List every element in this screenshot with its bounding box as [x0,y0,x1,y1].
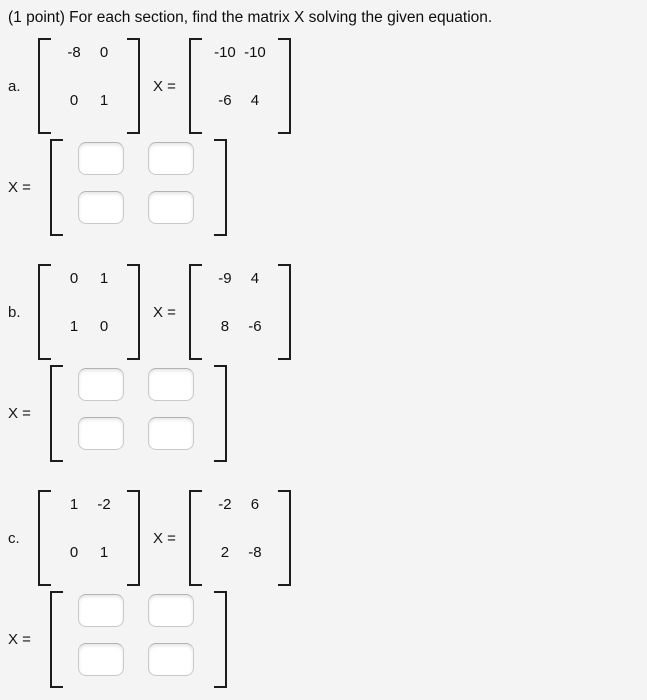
answer-input-r1c2[interactable] [148,141,194,175]
matrix-cell: 0 [69,91,79,109]
section-c: c. 1 -2 0 1 X = -2 6 2 -8 [8,490,647,688]
matrix-cell: 0 [69,543,79,561]
matrix-cell: -8 [248,543,262,561]
left-bracket [38,490,51,586]
section-label: c. [8,529,20,547]
section-b: b. 0 1 1 0 X = -9 4 8 -6 [8,264,647,462]
matrix-cells: 0 1 1 0 [51,264,127,360]
matrix-cell: -6 [218,91,232,109]
left-bracket [188,38,202,134]
matrix-cell: 2 [220,543,230,561]
answer-row: X = [8,139,647,236]
matrix-cell: -6 [248,317,262,335]
equation-row: b. 0 1 1 0 X = -9 4 8 -6 [8,264,647,360]
answer-inputs [63,139,214,236]
matrix-cells: -8 0 0 1 [51,38,127,134]
matrix-cells: -10 -10 -6 4 [202,38,278,134]
matrix-cells: 1 -2 0 1 [51,490,127,586]
answer-inputs [63,591,214,688]
right-bracket [277,264,291,360]
answer-row: X = [8,365,647,462]
left-bracket [188,264,202,360]
matrix-cells: -2 6 2 -8 [202,490,278,586]
left-bracket [38,38,51,134]
x-equals-label: X = [153,303,176,321]
left-bracket [50,139,63,236]
matrix-cell: 1 [99,543,109,561]
matrix-cell: -2 [97,495,111,513]
answer-input-r1c2[interactable] [148,367,194,401]
matrix-cell: 0 [99,317,109,335]
answer-matrix [50,139,227,236]
matrix-cell: 1 [69,317,79,335]
answer-input-r1c1[interactable] [78,141,124,175]
answer-input-r2c1[interactable] [78,190,124,224]
section-a: a. -8 0 0 1 X = -10 -10 -6 4 [8,38,647,236]
matrix-cell: 6 [250,495,260,513]
answer-inputs [63,365,214,462]
result-matrix: -10 -10 -6 4 [188,38,291,134]
left-bracket [50,591,63,688]
right-bracket [127,490,140,586]
answer-matrix [50,365,227,462]
given-matrix: 0 1 1 0 [38,264,140,360]
right-bracket [277,38,291,134]
result-matrix: -9 4 8 -6 [188,264,291,360]
right-bracket [127,264,140,360]
answer-input-r2c2[interactable] [148,642,194,676]
right-bracket [214,139,227,236]
answer-input-r2c2[interactable] [148,416,194,450]
matrix-cell: -9 [218,269,232,287]
answer-input-r2c1[interactable] [78,642,124,676]
matrix-cell: 0 [69,269,79,287]
matrix-cell: 4 [250,91,260,109]
answer-input-r1c2[interactable] [148,593,194,627]
x-equals-label: X = [153,529,176,547]
answer-row: X = [8,591,647,688]
right-bracket [214,591,227,688]
matrix-cell: 1 [99,269,109,287]
section-label: a. [8,77,21,95]
section-label: b. [8,303,21,321]
answer-input-r1c1[interactable] [78,367,124,401]
answer-input-r1c1[interactable] [78,593,124,627]
answer-matrix [50,591,227,688]
matrix-cell: -10 [214,43,236,61]
left-bracket [38,264,51,360]
x-equals-label: X = [8,405,31,422]
equation-row: c. 1 -2 0 1 X = -2 6 2 -8 [8,490,647,586]
matrix-cells: -9 4 8 -6 [202,264,278,360]
x-equals-label: X = [8,631,31,648]
right-bracket [214,365,227,462]
result-matrix: -2 6 2 -8 [188,490,291,586]
left-bracket [50,365,63,462]
left-bracket [188,490,202,586]
x-equals-label: X = [153,77,176,95]
matrix-cell: -2 [218,495,232,513]
equation-row: a. -8 0 0 1 X = -10 -10 -6 4 [8,38,647,134]
matrix-cell: 1 [99,91,109,109]
given-matrix: -8 0 0 1 [38,38,140,134]
right-bracket [277,490,291,586]
matrix-cell: -8 [67,43,81,61]
answer-input-r2c2[interactable] [148,190,194,224]
answer-input-r2c1[interactable] [78,416,124,450]
matrix-cell: 1 [69,495,79,513]
matrix-cell: 0 [99,43,109,61]
matrix-cell: 8 [220,317,230,335]
given-matrix: 1 -2 0 1 [38,490,140,586]
right-bracket [127,38,140,134]
problem-statement: (1 point) For each section, find the mat… [8,9,493,26]
matrix-cell: 4 [250,269,260,287]
matrix-cell: -10 [244,43,266,61]
x-equals-label: X = [8,179,31,196]
